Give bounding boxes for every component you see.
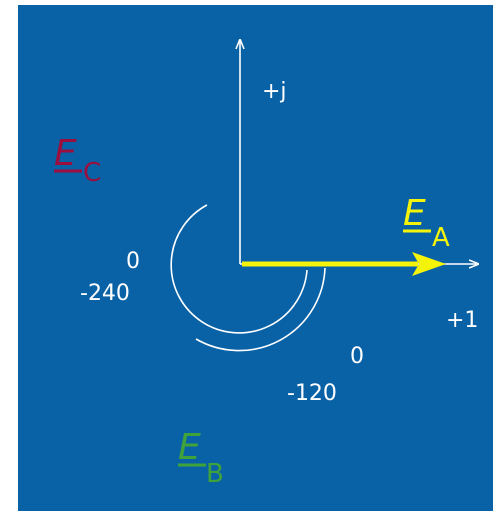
- imaginary-axis-label: +j: [262, 79, 287, 104]
- phasor-ea-subscript: A: [432, 223, 450, 253]
- phasor-eb-letter: E: [178, 427, 201, 468]
- arc-eb-start-label: 0: [350, 344, 364, 369]
- phasor-eb-label: E B: [178, 427, 224, 489]
- phasor-ec-letter: E: [54, 133, 77, 174]
- arc-ec-end-label: -240: [80, 281, 130, 306]
- phasor-ea-letter: E: [403, 193, 426, 234]
- phasor-ec-label: E C: [54, 133, 101, 188]
- real-axis-label: +1: [446, 308, 478, 333]
- arc-to-eb: [195, 267, 326, 352]
- arc-eb-end-label: -120: [287, 381, 337, 406]
- arc-ec-start-label: 0: [126, 249, 140, 274]
- phasor-eb-subscript: B: [206, 459, 224, 489]
- phasor-ea-arrow: [242, 252, 446, 276]
- phasor-ea-label: E A: [403, 193, 450, 253]
- phasor-ec-subscript: C: [83, 158, 101, 188]
- diagram-background: [18, 5, 493, 511]
- arc-to-ec: [170, 204, 308, 334]
